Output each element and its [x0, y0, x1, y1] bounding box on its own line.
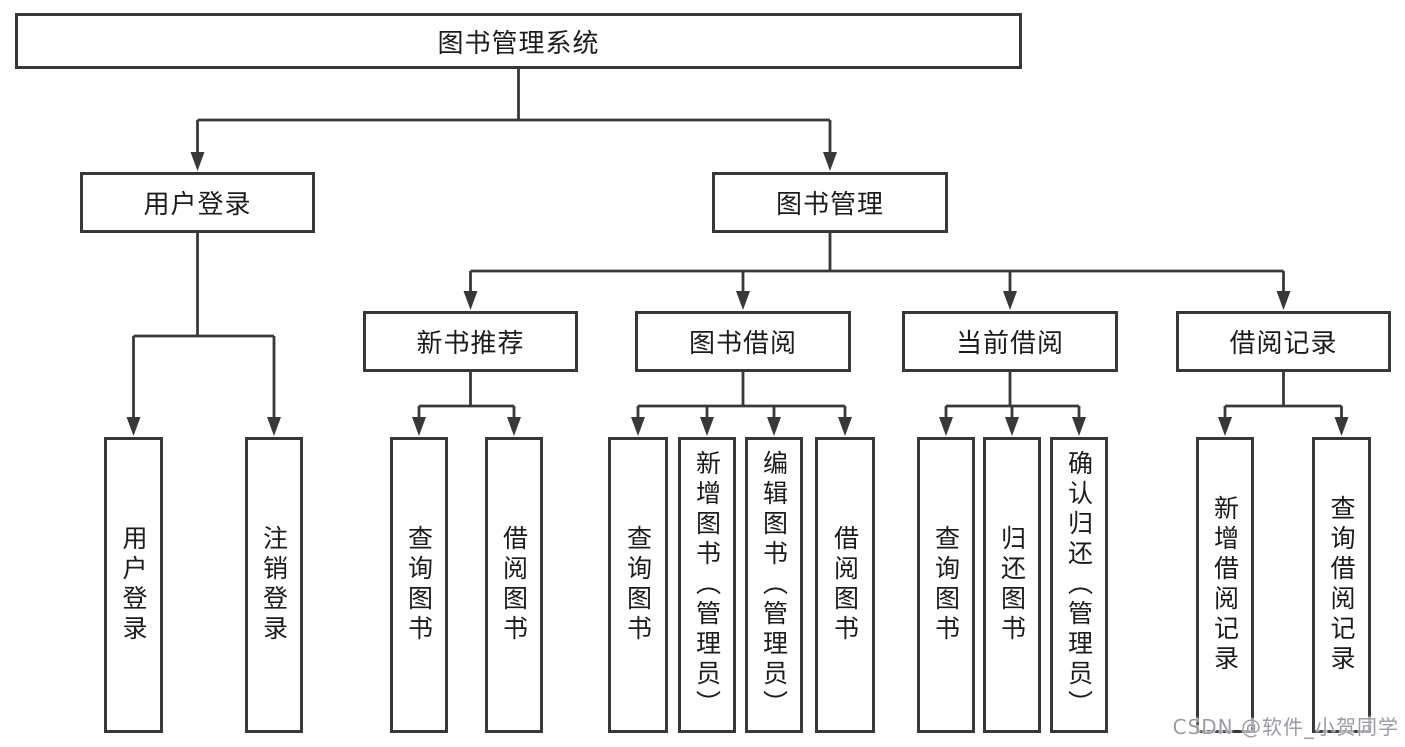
- leaf-current-return-book: 归还图书: [983, 437, 1041, 733]
- node-label: 图书借阅: [688, 329, 797, 359]
- node-system-root: 图书管理系统: [15, 13, 1022, 69]
- node-label: 借阅图书: [499, 525, 529, 645]
- node-current-borrowing: 当前借阅: [902, 311, 1118, 372]
- node-label: 新增图书（管理员）: [692, 450, 722, 720]
- leaf-borrowing-borrow-book: 借阅图书: [815, 437, 875, 733]
- node-label: 编辑图书（管理员）: [759, 450, 789, 720]
- leaf-current-query-book: 查询图书: [917, 437, 975, 733]
- leaf-recommend-query-book: 查询图书: [390, 437, 448, 733]
- node-book-borrowing: 图书借阅: [635, 311, 851, 372]
- leaf-borrowing-query-book: 查询图书: [608, 437, 668, 733]
- node-label: 用户登录: [143, 190, 252, 220]
- node-label: 借阅图书: [830, 525, 860, 645]
- leaf-record-add-borrow-record: 新增借阅记录: [1196, 437, 1254, 733]
- node-user-login-branch: 用户登录: [80, 172, 315, 233]
- leaf-record-query-borrow-record: 查询借阅记录: [1312, 437, 1371, 733]
- node-label: 查询图书: [404, 525, 434, 645]
- node-label: 借阅记录: [1229, 329, 1338, 359]
- node-label: 查询图书: [623, 525, 653, 645]
- leaf-borrowing-add-book-admin: 新增图书（管理员）: [678, 437, 736, 733]
- leaf-current-confirm-return-admin: 确认归还（管理员）: [1050, 437, 1108, 733]
- node-label: 图书管理系统: [437, 28, 600, 59]
- arrow-down-icons: [126, 152, 1349, 436]
- node-label: 新增借阅记录: [1210, 495, 1240, 675]
- node-new-book-recommend: 新书推荐: [363, 311, 578, 372]
- leaf-recommend-borrow-book: 借阅图书: [485, 437, 543, 733]
- node-label: 当前借阅: [955, 329, 1064, 359]
- leaf-logout: 注销登录: [245, 437, 303, 733]
- node-label: 查询借阅记录: [1327, 495, 1356, 675]
- node-book-management-branch: 图书管理: [712, 172, 948, 233]
- leaf-borrowing-edit-book-admin: 编辑图书（管理员）: [745, 437, 803, 733]
- node-borrow-records: 借阅记录: [1176, 311, 1391, 372]
- node-label: 确认归还（管理员）: [1064, 450, 1094, 720]
- leaf-user-login: 用户登录: [104, 437, 163, 733]
- node-label: 注销登录: [259, 525, 289, 645]
- node-label: 用户登录: [119, 525, 148, 645]
- node-label: 查询图书: [931, 525, 961, 645]
- node-label: 归还图书: [997, 525, 1027, 645]
- node-label: 图书管理: [775, 190, 884, 220]
- node-label: 新书推荐: [416, 329, 525, 359]
